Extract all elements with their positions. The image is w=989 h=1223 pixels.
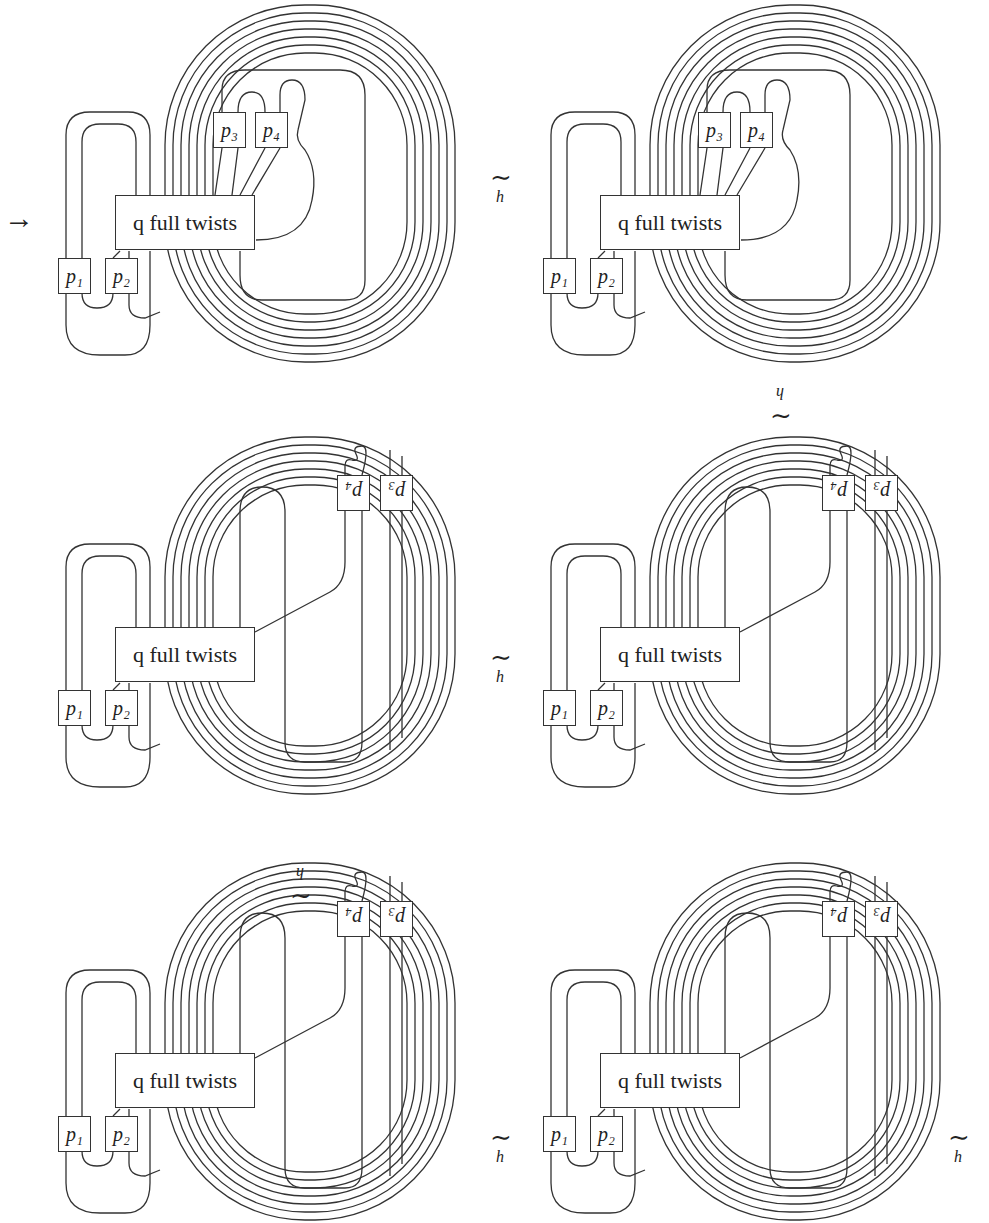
tangle-box: p₂ (590, 258, 623, 294)
tangle-box: p₂ (105, 258, 138, 294)
box-label: p₃ (388, 909, 405, 929)
box-label: p₁ (551, 698, 568, 718)
tangle-box: p₄ (337, 901, 370, 937)
equivalence-subscript: h (776, 385, 784, 401)
twist-box: q full twists (600, 195, 740, 250)
equivalence-subscript: h (496, 1149, 504, 1165)
box-label: p₃ (873, 483, 890, 503)
tangle-box: p₃ (865, 475, 898, 511)
box-label: q full twists (618, 644, 722, 666)
tangle-box: p₁ (543, 690, 576, 726)
tangle-box: p₃ (213, 112, 246, 148)
box-label: p₄ (830, 909, 847, 929)
twist-box: q full twists (600, 627, 740, 682)
box-label: q full twists (618, 212, 722, 234)
equivalence-subscript: h (496, 669, 504, 685)
equivalence-symbol: ∼ (290, 883, 312, 909)
arrow-symbol: → (4, 203, 34, 233)
equivalence-subscript: h (954, 1149, 962, 1165)
box-label: p₄ (345, 483, 362, 503)
equivalence-subscript: h (496, 189, 504, 205)
equivalence-subscript: h (296, 865, 304, 881)
box-label: p₂ (113, 266, 130, 286)
tangle-box: p₄ (822, 901, 855, 937)
box-label: p₁ (551, 1124, 568, 1144)
box-label: p₂ (598, 698, 615, 718)
twist-box: q full twists (115, 1053, 255, 1108)
twist-box: q full twists (600, 1053, 740, 1108)
equivalence-symbol: ∼ (490, 1125, 512, 1151)
box-label: p₄ (263, 120, 280, 140)
box-label: p₁ (66, 266, 83, 286)
tangle-box: p₂ (590, 690, 623, 726)
tangle-box: p₁ (543, 1116, 576, 1152)
box-label: p₁ (66, 698, 83, 718)
twist-box: q full twists (115, 627, 255, 682)
equivalence-symbol: ∼ (770, 403, 792, 429)
box-label: q full twists (133, 644, 237, 666)
tangle-box: p₁ (58, 1116, 91, 1152)
equivalence-symbol: ∼ (490, 645, 512, 671)
tangle-box: p₂ (105, 690, 138, 726)
tangle-box: p₄ (255, 112, 288, 148)
box-label: p₃ (873, 909, 890, 929)
box-label: p₂ (598, 1124, 615, 1144)
tangle-box: p₃ (698, 112, 731, 148)
tangle-box: p₄ (740, 112, 773, 148)
tangle-box: p₁ (58, 258, 91, 294)
box-label: p₄ (345, 909, 362, 929)
tangle-box: p₄ (337, 475, 370, 511)
box-label: p₁ (551, 266, 568, 286)
equivalence-symbol: ∼ (490, 165, 512, 191)
tangle-box: p₃ (380, 901, 413, 937)
box-label: p₄ (830, 483, 847, 503)
box-label: q full twists (133, 1070, 237, 1092)
tangle-box: p₂ (105, 1116, 138, 1152)
box-label: p₃ (388, 483, 405, 503)
tangle-box: p₁ (543, 258, 576, 294)
box-label: q full twists (133, 212, 237, 234)
box-label: p₃ (221, 120, 238, 140)
tangle-box: p₃ (380, 475, 413, 511)
box-label: q full twists (618, 1070, 722, 1092)
box-label: p₂ (113, 1124, 130, 1144)
tangle-box: p₃ (865, 901, 898, 937)
equivalence-symbol: ∼ (948, 1125, 970, 1151)
tangle-box: p₁ (58, 690, 91, 726)
box-label: p₂ (113, 698, 130, 718)
box-label: p₁ (66, 1124, 83, 1144)
box-label: p₂ (598, 266, 615, 286)
tangle-box: p₄ (822, 475, 855, 511)
twist-box: q full twists (115, 195, 255, 250)
box-label: p₄ (748, 120, 765, 140)
tangle-box: p₂ (590, 1116, 623, 1152)
box-label: p₃ (706, 120, 723, 140)
